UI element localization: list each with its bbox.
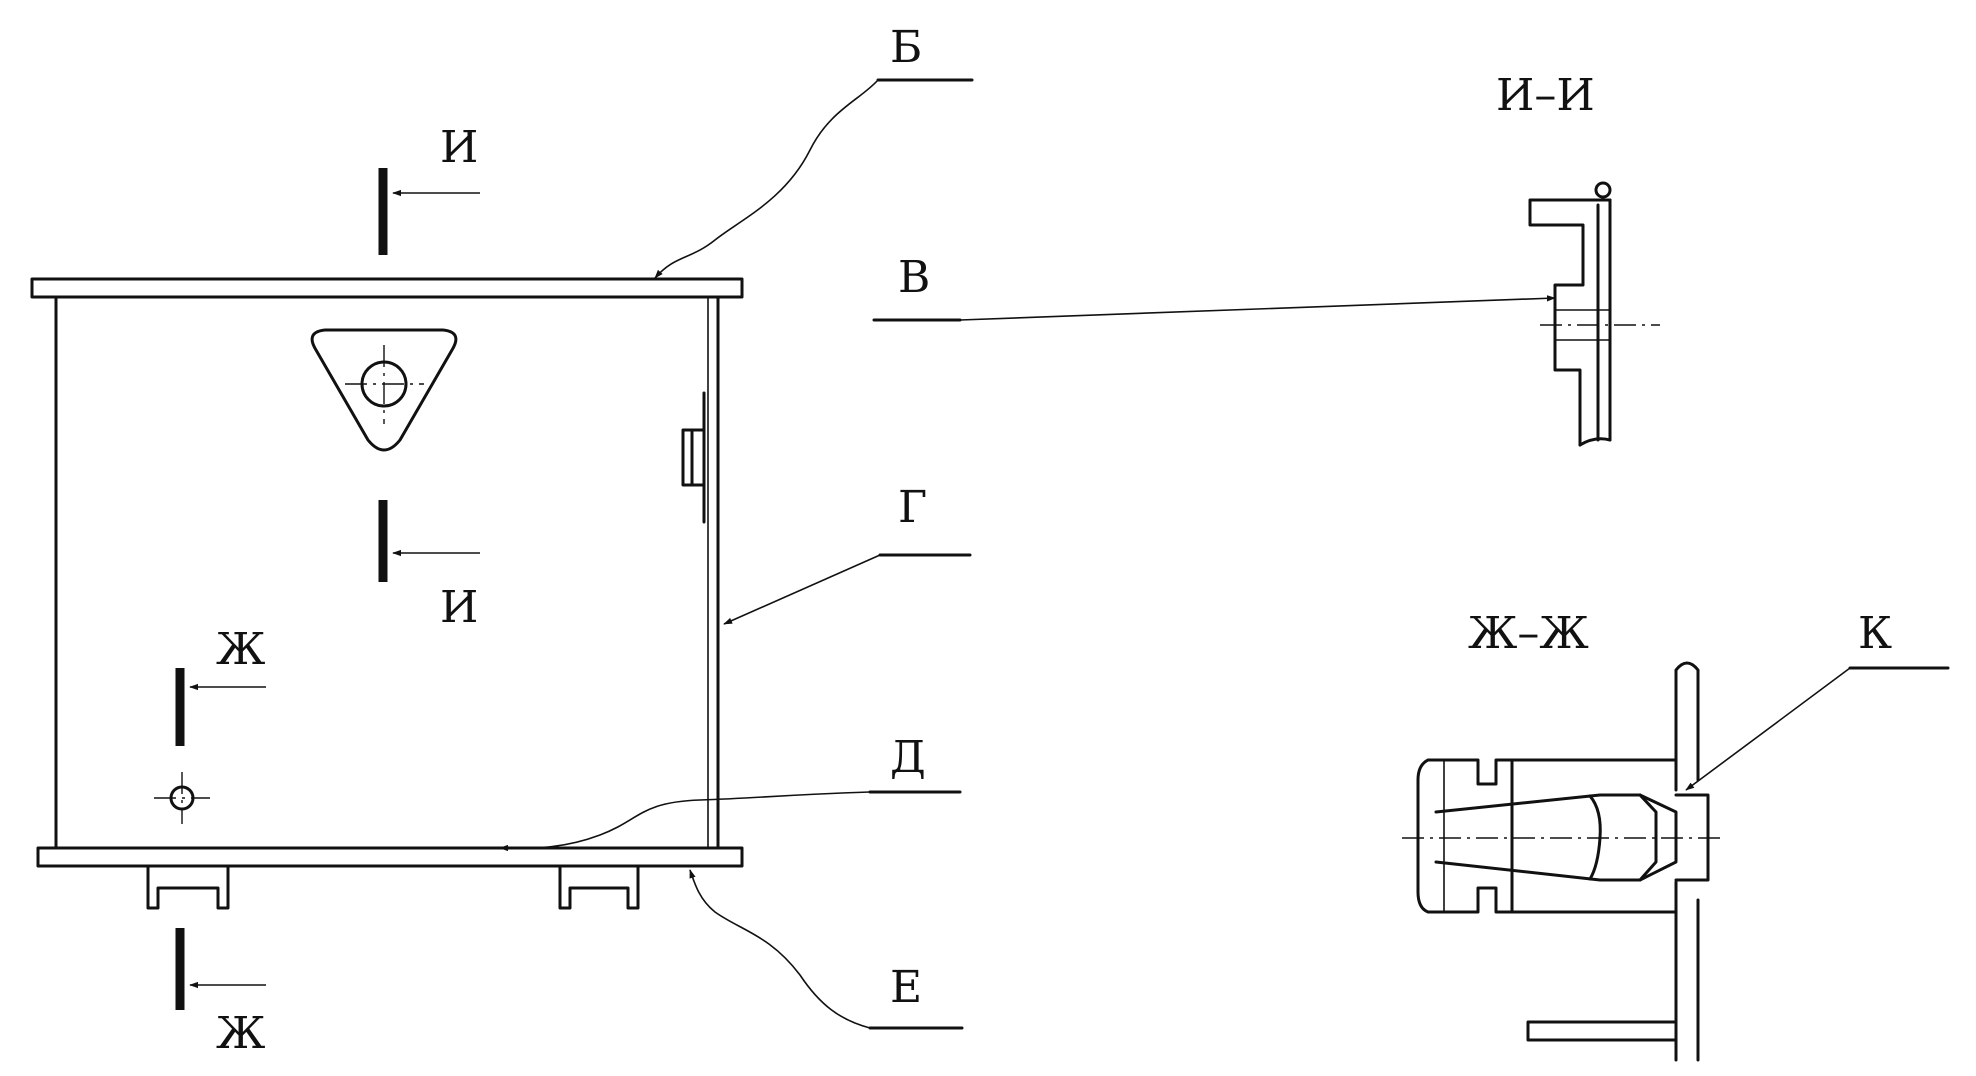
- callout-k: К: [1858, 608, 1892, 659]
- section-zh-zh-title: Ж–Ж: [1468, 608, 1589, 659]
- bottom-flange: [36, 846, 744, 868]
- top-flange: [30, 277, 744, 299]
- callouts: Б В Г Д Е К: [499, 22, 1950, 1030]
- main-view: [30, 277, 744, 910]
- section-mark-zh-top: Ж: [216, 624, 265, 675]
- section-mark-zh-bottom: Ж: [216, 1008, 265, 1059]
- foot-right: [558, 864, 640, 910]
- callout-g: Г: [898, 482, 927, 533]
- callout-v: В: [898, 252, 930, 303]
- callout-d: Д: [890, 732, 926, 783]
- callout-b: Б: [890, 22, 922, 73]
- triangular-boss: [310, 328, 458, 452]
- section-zh-zh: Ж–Ж: [1402, 608, 1726, 1062]
- callout-e: Е: [890, 962, 922, 1013]
- foot-left: [146, 864, 230, 910]
- section-mark-i-bottom: И: [440, 582, 478, 633]
- section-i-i: И–И: [1496, 70, 1660, 447]
- section-mark-i-top: И: [440, 122, 478, 173]
- section-markers: И И Ж Ж: [175, 122, 480, 1059]
- section-i-i-title: И–И: [1496, 70, 1595, 121]
